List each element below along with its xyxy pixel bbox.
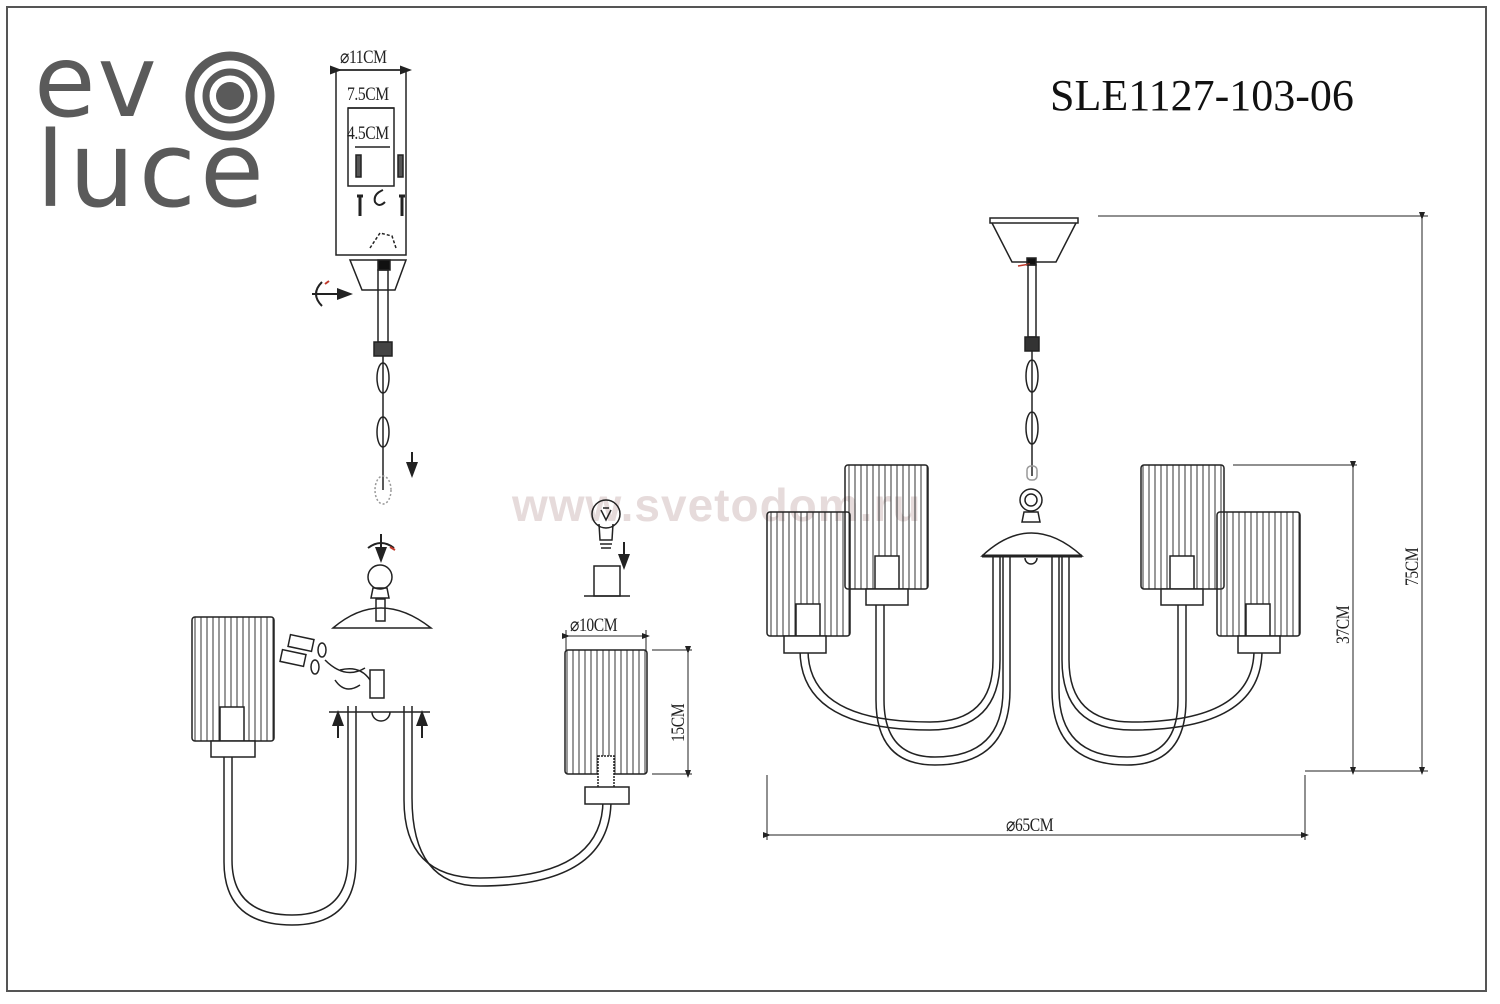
shade-diameter-label: ⌀10CM (570, 615, 618, 636)
rotate-icon (312, 280, 353, 307)
shade-right-assembly (564, 649, 648, 805)
shade-back-left (844, 464, 929, 606)
shade-height-label: 15CM (668, 703, 689, 742)
hub-assembly (329, 564, 434, 722)
brand-logo-line1: ev (34, 23, 159, 140)
total-height-label: 75CM (1402, 547, 1423, 586)
overall-dimension-lines (763, 212, 1428, 840)
plate-outer-spacing-label: 7.5CM (347, 84, 389, 105)
rotate-icon (367, 534, 396, 563)
suspension-chain (1019, 264, 1043, 523)
bulb-icon (591, 499, 621, 549)
logo-ring-icon (185, 51, 275, 141)
wire-connector-icon (279, 633, 371, 690)
plate-diameter-label: ⌀11CM (340, 47, 387, 68)
plate-inner-spacing-label: 4.5CM (347, 123, 389, 144)
shade-dimension-lines (562, 630, 692, 778)
chandelier-arms (799, 556, 1263, 766)
central-dome (980, 532, 1084, 565)
drawing-sheet-border (6, 6, 1487, 992)
overall-diameter-label: ⌀65CM (1006, 815, 1054, 836)
body-height-label: 37CM (1333, 605, 1354, 644)
mounting-plate-detail (330, 65, 412, 505)
shade-left-assembly (191, 616, 275, 758)
arrow-up-icon (332, 710, 428, 738)
shade-front-left (766, 511, 851, 654)
assembly-arms (223, 706, 612, 926)
lamp-socket (584, 565, 630, 597)
model-number-title: SLE1127-103-06 (1050, 71, 1354, 120)
shade-back-right (1140, 464, 1225, 606)
shade-front-right (1216, 511, 1301, 654)
ceiling-canopy (989, 217, 1079, 267)
